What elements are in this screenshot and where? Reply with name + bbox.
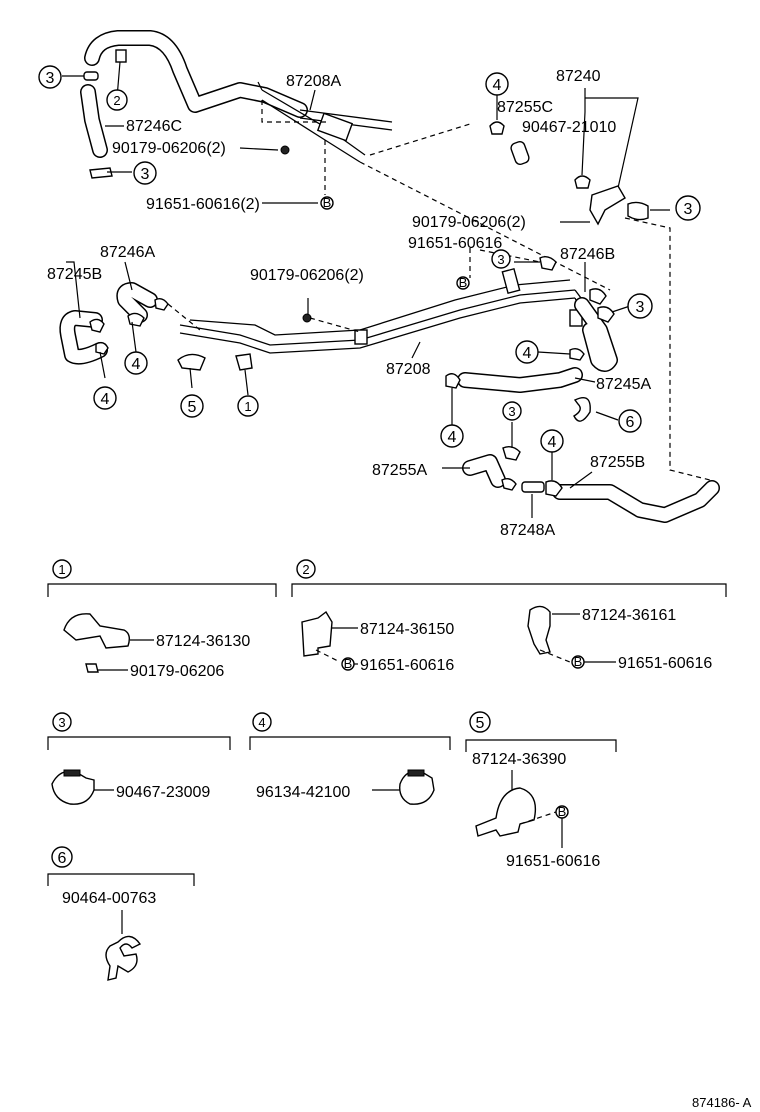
upper-right-parts [489, 121, 649, 226]
label-87246b: 87246B [560, 246, 615, 263]
callout-6-a: 6 [618, 409, 642, 433]
callout-4-c: 4 [93, 386, 117, 410]
hose-87245b [59, 310, 108, 365]
group-3: 3 90467-23009 [47, 712, 231, 805]
callout-2-a: 2 [106, 89, 128, 111]
group-2-part-2: 91651-60616 [360, 657, 454, 674]
svg-text:4: 4 [101, 391, 110, 408]
svg-text:B: B [558, 804, 567, 819]
label-91651-60616: 91651-60616 [408, 235, 502, 252]
diagram-id: 874186- A [692, 1095, 752, 1110]
label-87255a: 87255A [372, 462, 427, 479]
label-87246a: 87246A [100, 244, 155, 261]
svg-text:6: 6 [58, 850, 67, 867]
label-87255c: 87255C [497, 99, 553, 116]
label-87246c: 87246C [126, 118, 182, 135]
group-1: 1 87124-36130 90179-06206 [47, 559, 277, 680]
label-91651-60616-2: 91651-60616(2) [146, 196, 260, 213]
svg-text:3: 3 [636, 299, 645, 316]
callout-3-c: 3 [675, 195, 701, 221]
group-5-part-1: 87124-36390 [472, 751, 566, 768]
callout-5-a: 5 [180, 394, 204, 418]
svg-text:2: 2 [302, 562, 309, 577]
svg-text:6: 6 [626, 414, 635, 431]
svg-text:5: 5 [476, 715, 485, 732]
svg-text:4: 4 [523, 345, 532, 362]
svg-text:B: B [323, 195, 332, 210]
middle-clamps: B [89, 255, 615, 497]
svg-text:B: B [459, 275, 468, 290]
callout-4-f: 4 [540, 429, 564, 453]
hose-87245a [457, 367, 583, 393]
label-87208: 87208 [386, 361, 431, 378]
water-pipe-87208 [179, 267, 591, 354]
callout-3-d: 3 [491, 249, 511, 269]
svg-text:4: 4 [258, 715, 265, 730]
group-4-part-1: 96134-42100 [256, 784, 350, 801]
group-5: 5 87124-36390 B 91651-60616 [465, 711, 617, 870]
clips-upper-left: B [83, 49, 334, 210]
group-6: 6 90464-00763 [47, 846, 195, 981]
svg-text:1: 1 [244, 399, 251, 414]
label-90179-06206-2b: 90179-06206(2) [412, 214, 526, 231]
part-labels: 87208A 87240 87255C 90467-21010 87246C 9… [47, 68, 651, 539]
group-6-part-1: 90464-00763 [62, 890, 156, 907]
svg-text:2: 2 [113, 93, 120, 108]
group-1-part-2: 90179-06206 [130, 663, 224, 680]
hose-87255b [552, 480, 720, 523]
label-90467-21010: 90467-21010 [522, 119, 616, 136]
svg-text:4: 4 [493, 77, 502, 94]
hose-87255a [462, 454, 506, 488]
svg-text:B: B [574, 654, 583, 669]
callout-3-e: 3 [627, 293, 653, 319]
label-87245a: 87245A [596, 376, 651, 393]
group-2: 2 87124-36150 B 91651-60616 87124-36161 … [291, 559, 727, 674]
label-87240: 87240 [556, 68, 601, 85]
svg-text:3: 3 [508, 404, 515, 419]
callout-3-b: 3 [133, 161, 157, 185]
heater-hose-87246c [80, 30, 308, 158]
callout-1-a: 1 [237, 395, 259, 417]
label-87245b: 87245B [47, 266, 102, 283]
svg-text:1: 1 [58, 562, 65, 577]
group-2-part-1: 87124-36150 [360, 621, 454, 638]
callout-4-a: 4 [485, 72, 509, 96]
group-5-part-2: 91651-60616 [506, 853, 600, 870]
group-2-part-4: 91651-60616 [618, 655, 712, 672]
svg-text:4: 4 [448, 429, 457, 446]
label-90179-06206-2c: 90179-06206(2) [250, 267, 364, 284]
label-87255b: 87255B [590, 454, 645, 471]
svg-text:4: 4 [548, 434, 557, 451]
svg-text:3: 3 [141, 166, 150, 183]
group-1-part-1: 87124-36130 [156, 633, 250, 650]
group-3-part-1: 90467-23009 [116, 784, 210, 801]
svg-text:5: 5 [188, 399, 197, 416]
hose-87246a [116, 282, 158, 323]
svg-text:4: 4 [132, 356, 141, 373]
svg-text:3: 3 [46, 70, 55, 87]
callout-3-f: 3 [502, 401, 522, 421]
group-4: 4 96134-42100 [249, 712, 451, 805]
svg-text:B: B [344, 656, 353, 671]
svg-text:3: 3 [497, 252, 504, 267]
group-2-part-3: 87124-36161 [582, 607, 676, 624]
label-87208a: 87208A [286, 73, 341, 90]
hose-87246b [574, 297, 618, 372]
callouts: 3 2 3 4 3 3 3 4 4 5 1 4 4 3 6 4 [38, 65, 701, 453]
callout-4-b: 4 [124, 351, 148, 375]
label-87248a: 87248A [500, 522, 555, 539]
callout-3-a: 3 [38, 65, 62, 89]
callout-4-e: 4 [440, 424, 464, 448]
svg-text:3: 3 [684, 201, 693, 218]
label-90179-06206-2a: 90179-06206(2) [112, 140, 226, 157]
svg-text:3: 3 [58, 715, 65, 730]
callout-4-d: 4 [515, 340, 539, 364]
leaders-middle [66, 248, 631, 518]
